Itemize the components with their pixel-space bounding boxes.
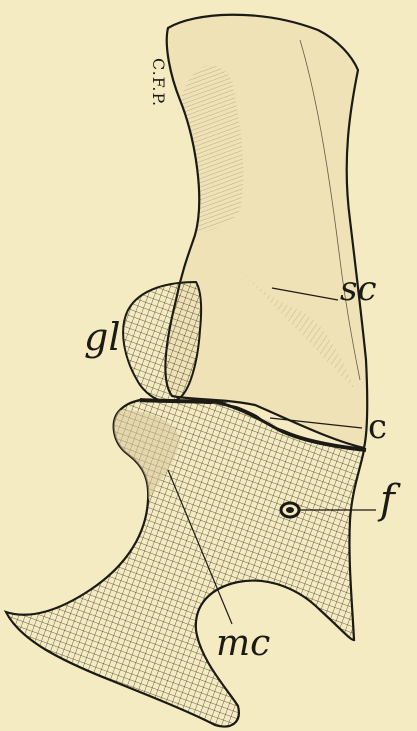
label-sc: sc (340, 272, 377, 306)
label-f: f (380, 480, 395, 520)
coracoid-bone (6, 400, 364, 726)
label-cfp: C.F.P. (150, 58, 166, 107)
label-c: c (368, 410, 387, 444)
label-gl: gl (84, 318, 120, 356)
glenoid-process (123, 282, 201, 401)
label-mc: mc (216, 626, 270, 662)
